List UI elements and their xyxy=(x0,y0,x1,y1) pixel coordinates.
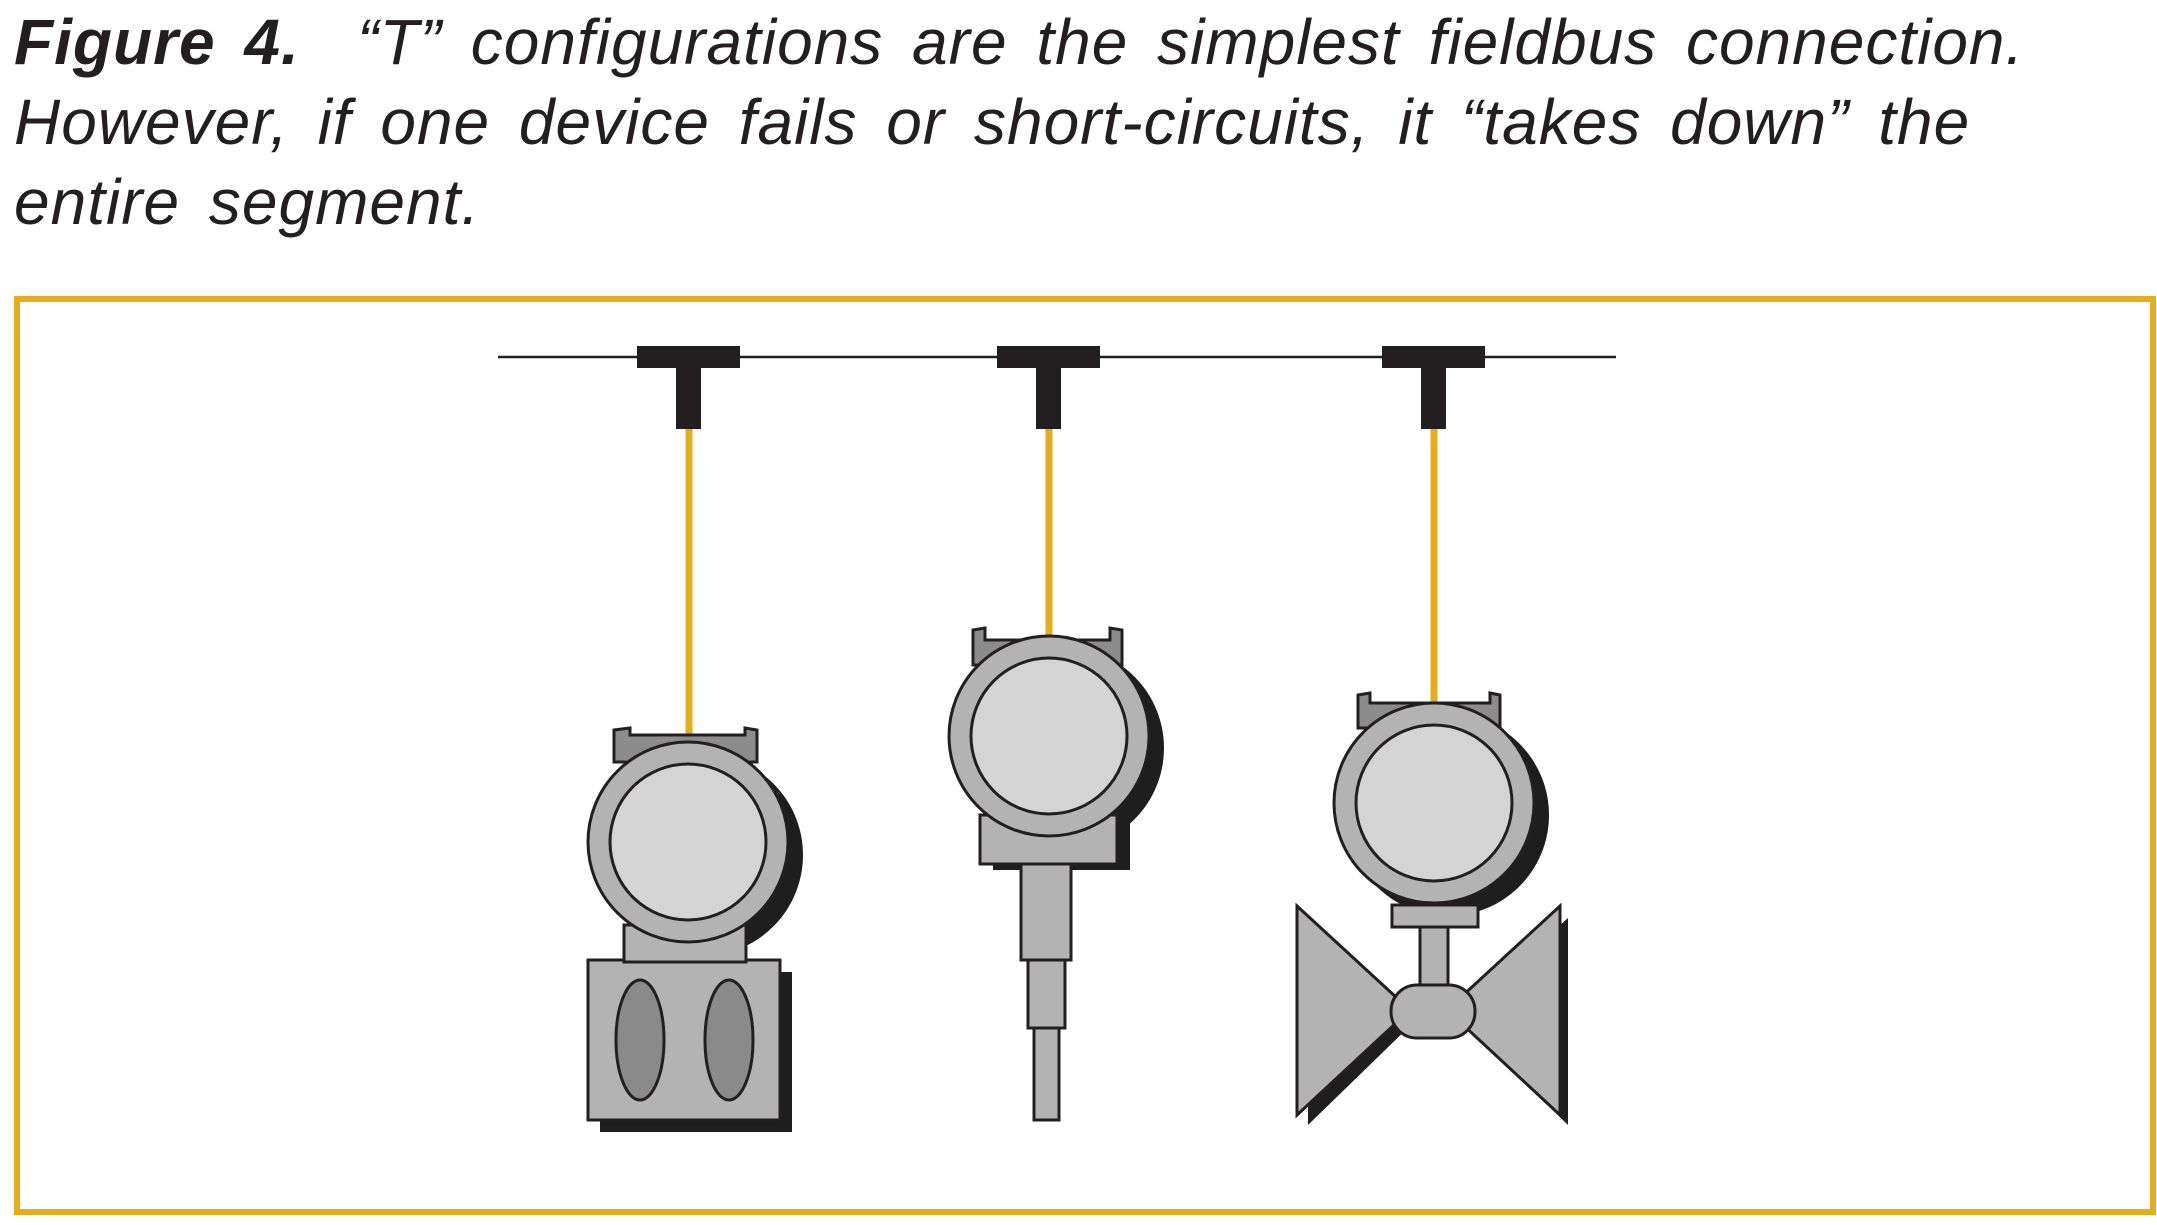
diagram-frame xyxy=(14,296,2156,1215)
caption-line-2: However, if one device fails or short-ci… xyxy=(14,86,1971,158)
figure-label: Figure 4. xyxy=(14,6,300,78)
pressure-transmitter xyxy=(586,726,803,1132)
tee-connector xyxy=(637,346,740,429)
caption-line-1: Figure 4. “T” configurations are the sim… xyxy=(14,2,2134,82)
tee-connector xyxy=(1382,346,1485,429)
control-valve xyxy=(1295,691,1568,1125)
tee-connector xyxy=(997,346,1100,429)
figure-caption: Figure 4. “T” configurations are the sim… xyxy=(14,2,2134,242)
caption-text-1: “T” configurations are the simplest fiel… xyxy=(357,6,2025,78)
caption-line-3: entire segment. xyxy=(14,166,481,238)
temperature-transmitter xyxy=(947,626,1164,1122)
